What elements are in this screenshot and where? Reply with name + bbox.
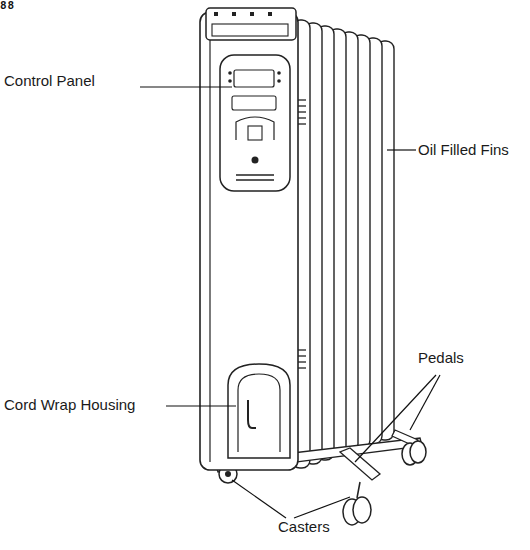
cord-hook bbox=[248, 400, 256, 428]
marker bbox=[268, 12, 272, 16]
leader-line bbox=[410, 375, 440, 430]
cord-wrap-housing bbox=[228, 364, 290, 458]
vent bbox=[298, 349, 306, 350]
front-body bbox=[200, 12, 298, 470]
indicator bbox=[228, 79, 232, 83]
caster bbox=[410, 441, 426, 463]
vent bbox=[298, 355, 306, 356]
fin-vents bbox=[298, 100, 306, 368]
vent bbox=[298, 361, 306, 362]
leader-line bbox=[294, 497, 350, 518]
part-label: Cord Wrap Housing bbox=[4, 396, 135, 414]
display-readout: 88 bbox=[0, 0, 530, 12]
caster bbox=[353, 497, 371, 523]
part-label: Pedals bbox=[418, 349, 464, 367]
top-window bbox=[212, 24, 288, 36]
marker bbox=[250, 12, 254, 16]
pedal bbox=[340, 448, 380, 480]
oil-fins bbox=[292, 20, 394, 468]
button-arch bbox=[236, 117, 274, 140]
marker bbox=[214, 12, 218, 16]
button-row bbox=[232, 96, 276, 110]
marker bbox=[232, 12, 236, 16]
part-label: Control Panel bbox=[4, 72, 95, 90]
vent bbox=[298, 99, 306, 100]
vent bbox=[298, 123, 306, 124]
indicator bbox=[277, 71, 281, 75]
vent bbox=[298, 367, 306, 368]
vent bbox=[298, 117, 306, 118]
caster-hub bbox=[225, 471, 231, 477]
panel-line bbox=[236, 179, 274, 180]
top-housing bbox=[206, 8, 296, 40]
leader-lines bbox=[140, 87, 440, 518]
cord-wrap-inner bbox=[238, 374, 280, 452]
part-label: Casters bbox=[278, 518, 330, 536]
leader-line bbox=[355, 375, 436, 462]
panel-line bbox=[236, 174, 274, 175]
display-window bbox=[234, 70, 274, 87]
leader-line bbox=[140, 86, 232, 87]
power-button bbox=[252, 157, 259, 164]
control-module bbox=[220, 55, 290, 191]
caster-stem bbox=[357, 482, 360, 498]
front-panel bbox=[200, 8, 298, 470]
button bbox=[248, 126, 262, 140]
vent bbox=[298, 105, 306, 106]
body-edge bbox=[209, 40, 210, 462]
indicator bbox=[277, 79, 281, 83]
part-label: Oil Filled Fins bbox=[418, 141, 509, 159]
leader-line bbox=[232, 480, 286, 518]
indicator bbox=[228, 71, 232, 75]
vent bbox=[298, 111, 306, 112]
top-markers bbox=[214, 12, 272, 16]
leader-line bbox=[166, 405, 236, 406]
leader-line bbox=[387, 149, 416, 150]
